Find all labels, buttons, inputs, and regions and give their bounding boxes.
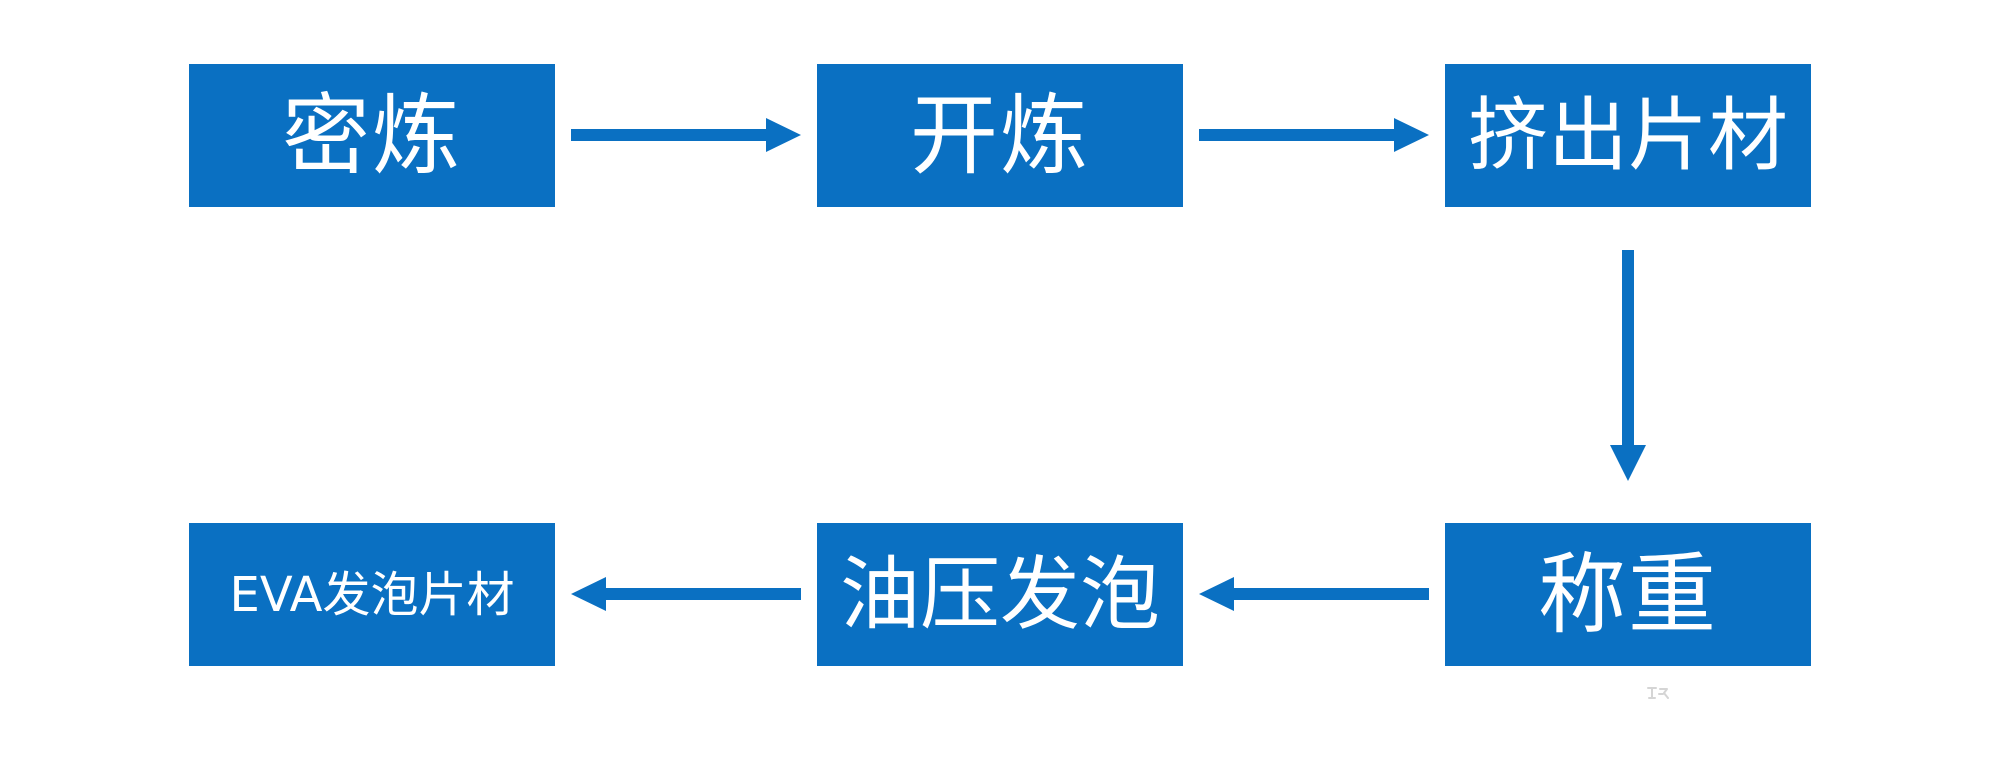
step-label: EVA发泡片材 xyxy=(229,566,515,623)
step-label: 称重 xyxy=(1537,542,1718,646)
step-box-mixing: 密炼 xyxy=(189,64,555,207)
step-label: 油压发泡 xyxy=(840,547,1160,641)
step-label: 密炼 xyxy=(281,83,462,187)
arrow-down xyxy=(1610,250,1646,481)
step-label: 开炼 xyxy=(909,83,1090,187)
step-box-extrude-sheet: 挤出片材 xyxy=(1445,64,1811,207)
arrow-right-1 xyxy=(571,118,801,152)
arrow-left-1 xyxy=(1199,577,1429,611)
arrow-left-2 xyxy=(571,577,801,611)
step-box-eva-foam-sheet: EVA发泡片材 xyxy=(189,523,555,666)
step-box-hydraulic-foaming: 油压发泡 xyxy=(817,523,1183,666)
arrow-right-2 xyxy=(1199,118,1429,152)
faint-mark-icon xyxy=(1647,687,1669,699)
step-box-weighing: 称重 xyxy=(1445,523,1811,666)
step-box-open-mill: 开炼 xyxy=(817,64,1183,207)
step-label: 挤出片材 xyxy=(1468,88,1788,182)
